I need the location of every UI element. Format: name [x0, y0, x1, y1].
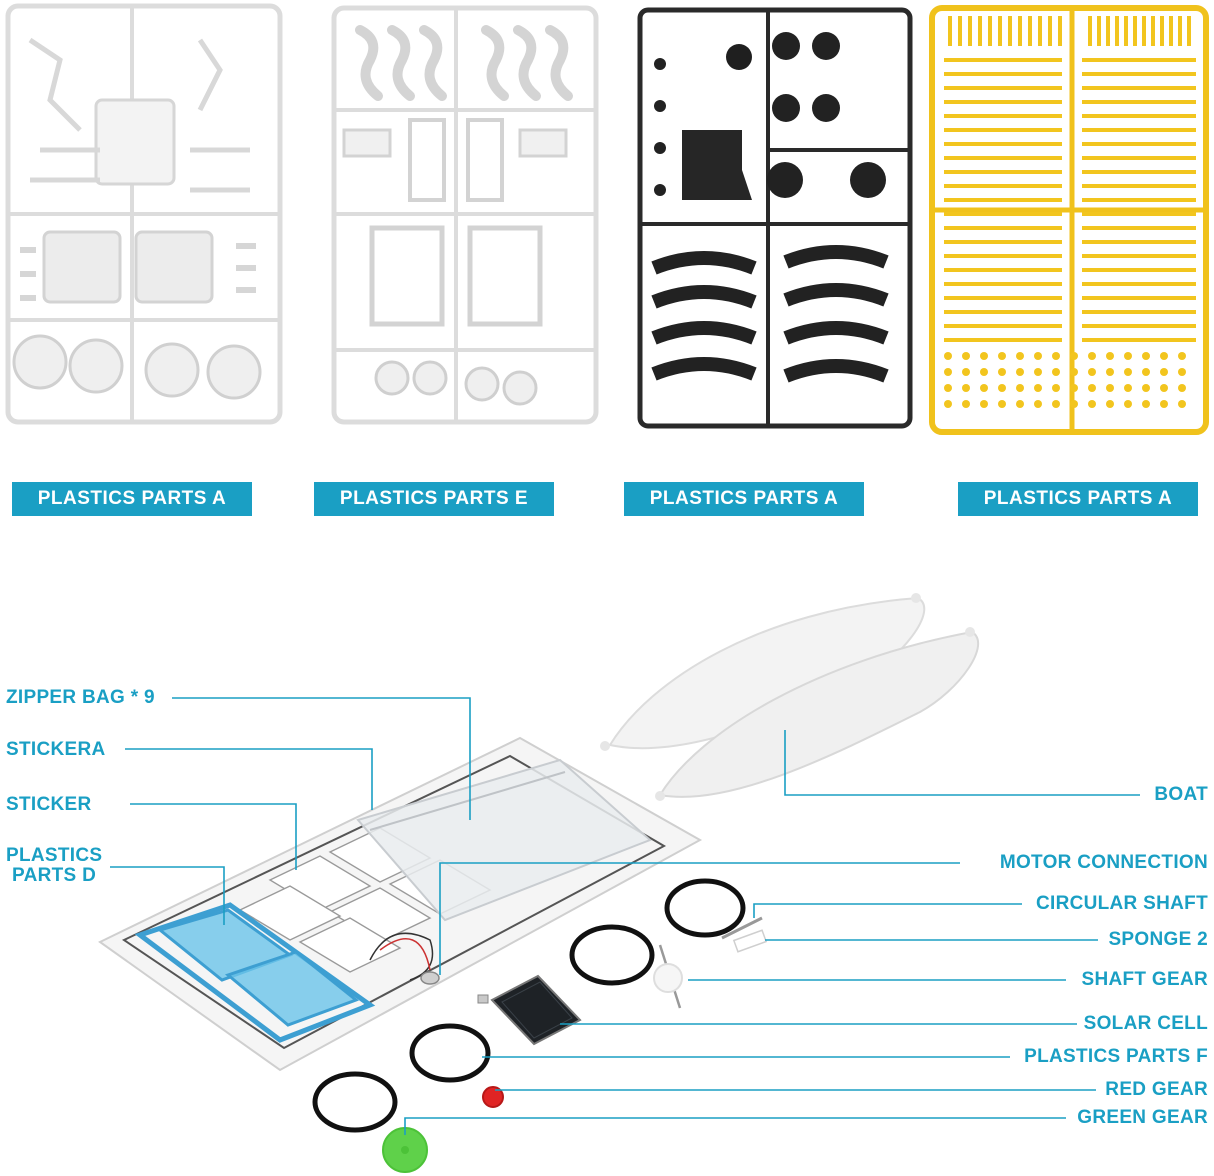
leader-lines [110, 697, 1140, 1135]
label-plastics-parts-f: PLASTICS PARTS F [1024, 1046, 1208, 1067]
yellow-sprue-peg [1034, 400, 1042, 408]
label-sticker: STICKER [6, 794, 92, 815]
yellow-sprue-peg [1124, 400, 1132, 408]
sprue-panels [5, 3, 1209, 435]
label-boat: BOAT [1154, 784, 1208, 805]
yellow-sprue-peg [1034, 384, 1042, 392]
yellow-sprue-peg [1052, 384, 1060, 392]
sprue-label-2: PLASTICS PARTS E [314, 482, 554, 516]
sprue-panel-1 [5, 3, 283, 425]
label-green-gear: GREEN GEAR [1077, 1107, 1208, 1128]
label-sticker-a: STICKERA [6, 739, 106, 760]
yellow-sprue-peg [998, 384, 1006, 392]
yellow-sprue-peg [1088, 368, 1096, 376]
yellow-sprue-peg [1106, 368, 1114, 376]
yellow-sprue-peg [1016, 368, 1024, 376]
zipper-bag [356, 758, 652, 922]
solar-cell [477, 974, 582, 1046]
sponge [732, 929, 768, 953]
yellow-sprue-peg [1124, 384, 1132, 392]
sticker-sheet [98, 736, 703, 1072]
yellow-sprue-peg [1160, 352, 1168, 360]
yellow-sprue-peg [944, 352, 952, 360]
yellow-sprue-peg [1070, 384, 1078, 392]
label-motor-connection: MOTOR CONNECTION [999, 852, 1208, 873]
yellow-sprue-peg [962, 400, 970, 408]
yellow-sprue-peg [1052, 368, 1060, 376]
yellow-sprue-peg [1142, 352, 1150, 360]
yellow-sprue-peg [944, 384, 952, 392]
rubber-rings [312, 878, 746, 1133]
sprue-panel-4 [929, 5, 1209, 435]
boat-hulls [600, 593, 979, 801]
yellow-sprue-peg [1124, 352, 1132, 360]
yellow-sprue-peg [1052, 400, 1060, 408]
yellow-sprue-peg [1160, 368, 1168, 376]
motor-connection [369, 932, 440, 985]
yellow-sprue-peg [1016, 352, 1024, 360]
yellow-sprue-peg [980, 384, 988, 392]
yellow-sprue-peg [1160, 400, 1168, 408]
circular-shaft [721, 916, 763, 940]
yellow-sprue-peg [1124, 368, 1132, 376]
yellow-sprue-peg [1034, 352, 1042, 360]
label-plastics-parts-d-line1: PLASTICS [6, 845, 103, 866]
yellow-sprue-peg [1178, 384, 1186, 392]
yellow-sprue-peg [1142, 384, 1150, 392]
yellow-sprue-peg [1070, 368, 1078, 376]
yellow-sprue-peg [1016, 400, 1024, 408]
yellow-sprue-peg [1070, 400, 1078, 408]
red-gear [482, 1086, 504, 1108]
label-red-gear: RED GEAR [1105, 1079, 1208, 1100]
sprue-panel-3 [637, 7, 913, 429]
shaft-gear [653, 944, 683, 1009]
blue-plastics-parts-d [134, 902, 376, 1043]
yellow-sprue-peg [980, 368, 988, 376]
yellow-sprue-peg [1070, 352, 1078, 360]
yellow-sprue-peg [998, 400, 1006, 408]
sprue-panel-2 [331, 5, 599, 425]
yellow-sprue-peg [998, 368, 1006, 376]
yellow-sprue-peg [944, 368, 952, 376]
yellow-sprue-peg [998, 352, 1006, 360]
yellow-sprue-peg [1088, 352, 1096, 360]
yellow-sprue-peg [1178, 368, 1186, 376]
label-plastics-parts-d-line2: PARTS D [12, 865, 97, 886]
yellow-sprue-peg [944, 400, 952, 408]
yellow-sprue-peg [1106, 384, 1114, 392]
sprue-label-4: PLASTICS PARTS A [958, 482, 1198, 516]
sprue-label-3: PLASTICS PARTS A [624, 482, 864, 516]
yellow-sprue-peg [962, 352, 970, 360]
label-solar-cell: SOLAR CELL [1083, 1013, 1208, 1034]
label-zipper-bag: ZIPPER BAG * 9 [6, 687, 155, 708]
yellow-sprue-peg [1178, 352, 1186, 360]
label-shaft-gear: SHAFT GEAR [1081, 969, 1208, 990]
yellow-sprue-peg [1106, 352, 1114, 360]
yellow-sprue-peg [1052, 352, 1060, 360]
yellow-sprue-peg [1106, 400, 1114, 408]
yellow-sprue-peg [1142, 400, 1150, 408]
yellow-sprue-peg [1178, 400, 1186, 408]
yellow-sprue-peg [1016, 384, 1024, 392]
yellow-sprue-peg [980, 400, 988, 408]
yellow-sprue-peg [1088, 400, 1096, 408]
yellow-sprue-peg [1142, 368, 1150, 376]
sprue-label-1: PLASTICS PARTS A [12, 482, 252, 516]
yellow-sprue-peg [1160, 384, 1168, 392]
yellow-sprue-peg [962, 368, 970, 376]
yellow-sprue-peg [980, 352, 988, 360]
yellow-sprue-peg [1088, 384, 1096, 392]
label-sponge: SPONGE 2 [1108, 929, 1208, 950]
yellow-sprue-peg [1034, 368, 1042, 376]
label-circular-shaft: CIRCULAR SHAFT [1035, 893, 1208, 914]
yellow-sprue-peg [962, 384, 970, 392]
